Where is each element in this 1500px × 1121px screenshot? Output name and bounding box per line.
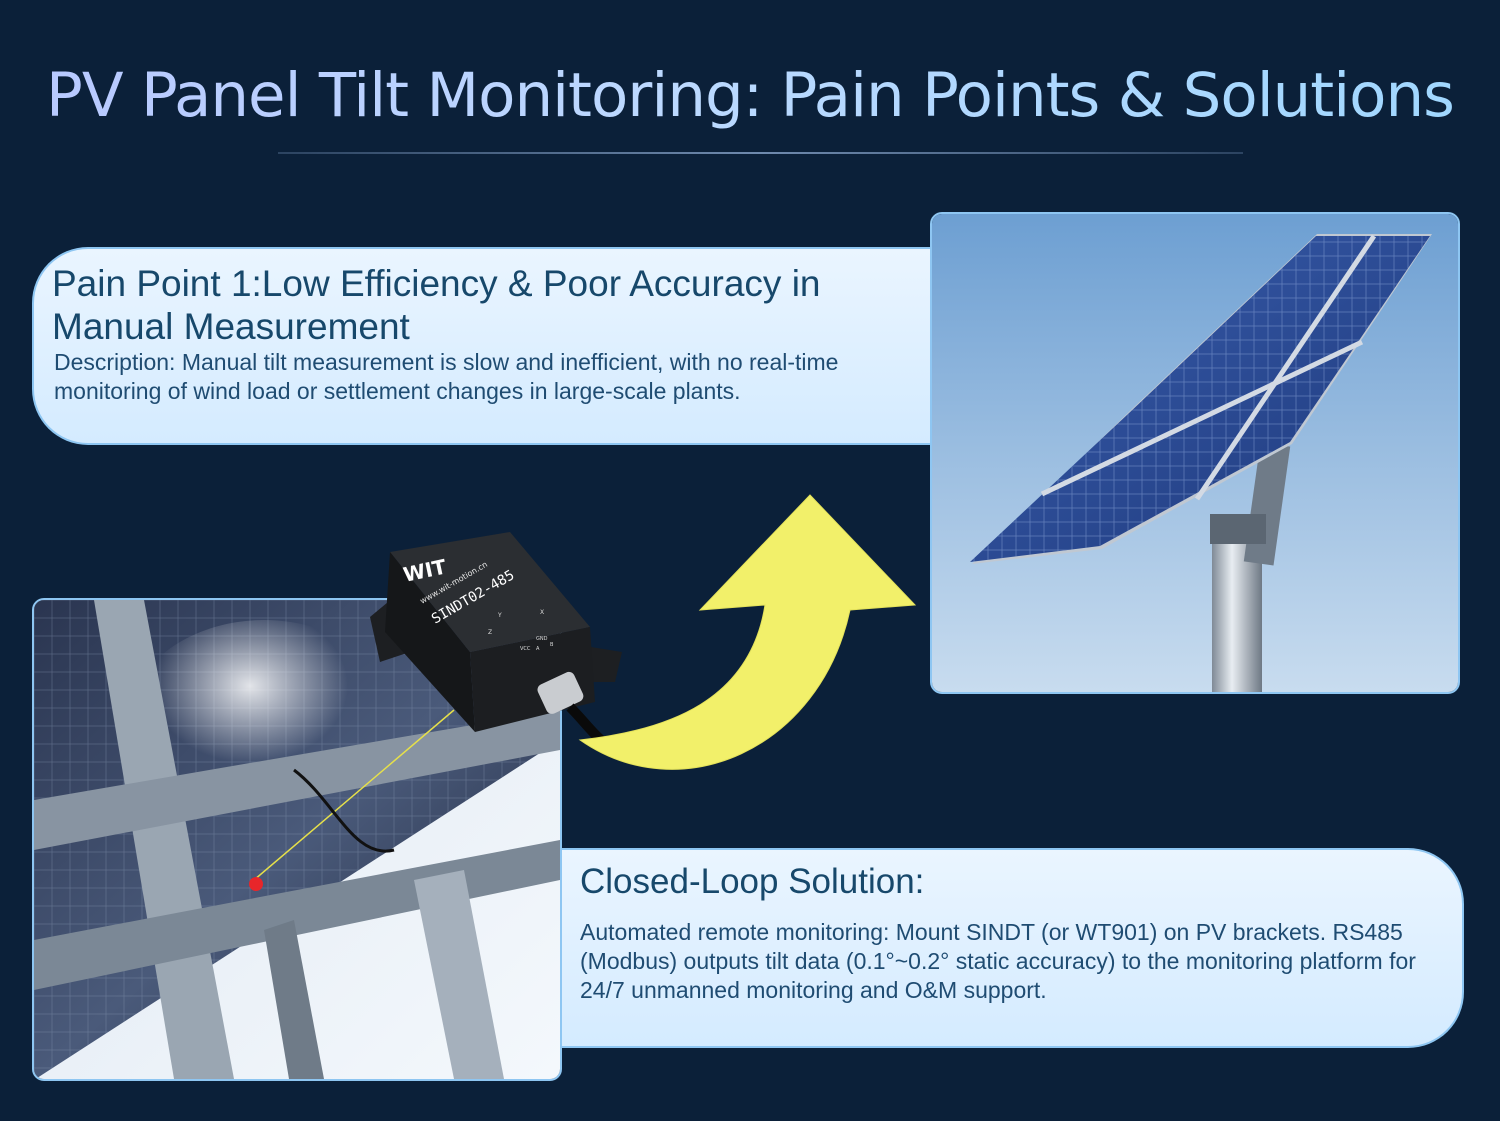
pin-gnd-label: GND (536, 636, 548, 642)
bracket-installation-photo (32, 598, 562, 1081)
pin-vcc-label: VCC (520, 646, 531, 652)
curved-arrow-icon (560, 490, 920, 814)
pain-point-card (32, 247, 937, 445)
solution-title: Closed-Loop Solution: (580, 862, 925, 901)
page-title: PV Panel Tilt Monitoring: Pain Points & … (0, 60, 1500, 131)
axis-y-label: Y (497, 612, 502, 619)
axis-x-label: X (540, 609, 544, 616)
pin-a-label: A (536, 646, 540, 652)
solution-description: Automated remote monitoring: Mount SINDT… (580, 919, 1416, 1003)
tilt-sensor-device: WIT www.wit-motion.cn SINDT02-485 Y X Z … (360, 532, 630, 756)
pin-b-label: B (550, 642, 554, 648)
pain-point-description: Description: Manual tilt measurement is … (54, 349, 839, 404)
axis-z-label: Z (488, 629, 492, 636)
pain-point-title: Pain Point 1:Low Efficiency & Poor Accur… (52, 263, 821, 347)
solar-tracker-photo (930, 212, 1460, 694)
title-divider (278, 152, 1243, 154)
solution-card (562, 848, 1464, 1048)
